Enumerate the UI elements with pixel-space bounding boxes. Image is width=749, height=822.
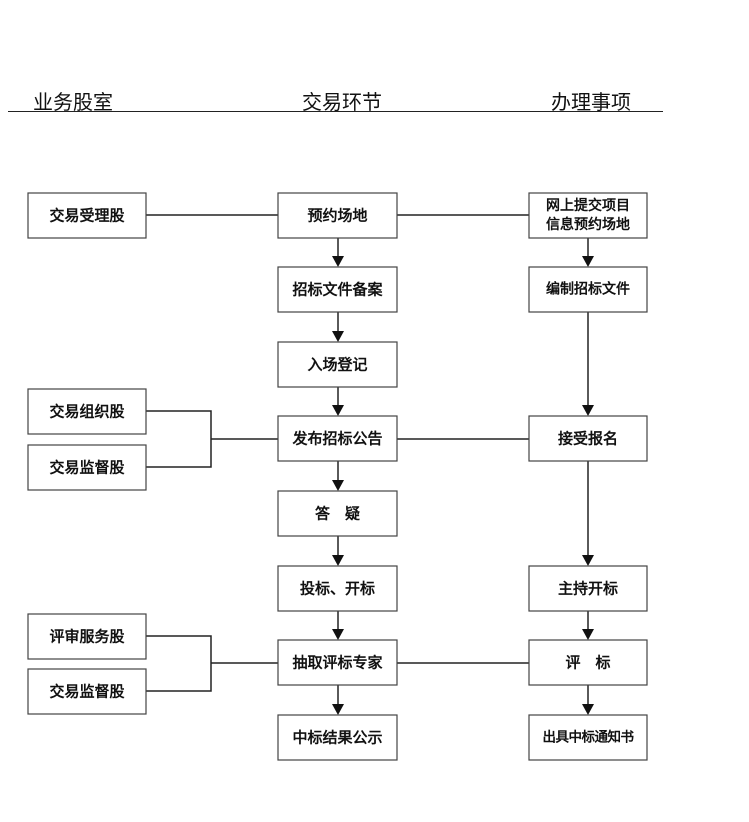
box-entry-registration: 入场登记 <box>277 341 398 388</box>
box-accept-registration-label: 接受报名 <box>558 430 618 448</box>
box-select-experts-label: 抽取评标专家 <box>292 654 382 672</box>
arrow-r4-r5-head <box>582 629 594 640</box>
arrow-c1-c2-head <box>332 256 344 267</box>
arrow-r3-r4-head <box>582 555 594 566</box>
box-winning-announcement-label: 中标结果公示 <box>292 729 382 747</box>
header-rule <box>8 111 663 112</box>
box-winning-announcement: 中标结果公示 <box>277 714 398 761</box>
box-trade-acceptance-label: 交易受理股 <box>49 207 125 225</box>
arrow-c3-c4-head <box>332 405 344 416</box>
box-prepare-tender-doc-label: 编制招标文件 <box>546 281 630 298</box>
box-select-experts: 抽取评标专家 <box>277 639 398 686</box>
arrow-c6-c7-head <box>332 629 344 640</box>
box-review-service-label: 评审服务股 <box>49 628 125 646</box>
box-accept-registration: 接受报名 <box>528 415 648 462</box>
box-tender-doc-filing-label: 招标文件备案 <box>292 281 383 299</box>
box-online-submit-line1: 网上提交项目 <box>546 197 630 214</box>
box-online-submit: 网上提交项目 信息预约场地 <box>528 192 648 239</box>
arrow-c4-c5-head <box>332 480 344 491</box>
arrow-r1-r2-head <box>582 256 594 267</box>
arrow-c5-c6-head <box>332 555 344 566</box>
box-prepare-tender-doc: 编制招标文件 <box>528 266 648 313</box>
box-trade-supervision-lower: 交易监督股 <box>27 668 147 715</box>
box-online-submit-line2: 信息预约场地 <box>546 216 630 233</box>
box-trade-supervision-upper-label: 交易监督股 <box>49 459 125 477</box>
box-entry-registration-label: 入场登记 <box>307 356 367 374</box>
connector-bracket-upper <box>146 410 212 468</box>
box-reserve-venue: 预约场地 <box>277 192 398 239</box>
connector-bracket-lower <box>146 635 212 692</box>
arrow-c7-c8-head <box>332 704 344 715</box>
box-qa: 答 疑 <box>277 490 398 537</box>
arrow-r2-r3-head <box>582 405 594 416</box>
box-review-service: 评审服务股 <box>27 613 147 660</box>
box-trade-organization-label: 交易组织股 <box>49 403 125 421</box>
box-trade-supervision-lower-label: 交易监督股 <box>49 683 125 701</box>
box-publish-notice-label: 发布招标公告 <box>291 430 382 448</box>
box-trade-supervision-upper: 交易监督股 <box>27 444 147 491</box>
header-handling-matters: 办理事项 <box>551 90 631 114</box>
header-transaction-stage: 交易环节 <box>302 90 382 114</box>
box-issue-award-notice-label: 出具中标通知书 <box>543 729 635 746</box>
box-issue-award-notice: 出具中标通知书 <box>528 714 648 761</box>
box-evaluation: 评 标 <box>528 639 648 686</box>
box-host-opening: 主持开标 <box>528 565 648 612</box>
box-publish-notice: 发布招标公告 <box>277 415 398 462</box>
box-trade-acceptance: 交易受理股 <box>27 192 147 239</box>
box-bid-opening-label: 投标、开标 <box>300 580 375 598</box>
box-bid-opening: 投标、开标 <box>277 565 398 612</box>
box-host-opening-label: 主持开标 <box>558 580 618 598</box>
header-business-dept: 业务股室 <box>33 90 113 114</box>
box-qa-label: 答 疑 <box>315 505 360 523</box>
connectors <box>146 214 594 715</box>
box-tender-doc-filing: 招标文件备案 <box>277 266 398 313</box>
arrow-r5-r6-head <box>582 704 594 715</box>
box-reserve-venue-label: 预约场地 <box>307 207 367 225</box>
box-trade-organization: 交易组织股 <box>27 388 147 435</box>
arrow-c2-c3-head <box>332 331 344 342</box>
box-evaluation-label: 评 标 <box>565 654 610 672</box>
